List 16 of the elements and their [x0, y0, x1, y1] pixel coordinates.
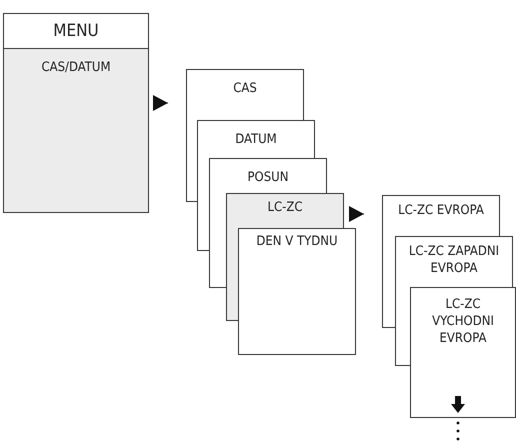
- menu-card: [238, 228, 356, 355]
- menu-card: [410, 287, 516, 418]
- menu-item-label: LC-ZC ZAPADNI EVROPA: [408, 243, 500, 277]
- menu-item-label: DATUM: [234, 131, 278, 148]
- menu-card: [3, 13, 149, 49]
- menu-item-label: CAS/DATUM: [40, 59, 112, 76]
- menu-item-label: LC-ZC: [266, 199, 304, 216]
- menu-item-label: CAS: [232, 80, 258, 97]
- menu-item-label: MENU: [52, 21, 100, 41]
- arrow: [348, 206, 364, 222]
- menu-item-label: LC-ZC EVROPA: [397, 202, 485, 219]
- menu-item-label: DEN V TYDNU: [255, 233, 339, 250]
- menu-item-label: POSUN: [246, 169, 290, 186]
- arrow: [153, 95, 168, 111]
- menu-card: [3, 48, 149, 213]
- menu-item-label: LC-ZC VYCHODNI EVROPA: [431, 296, 495, 347]
